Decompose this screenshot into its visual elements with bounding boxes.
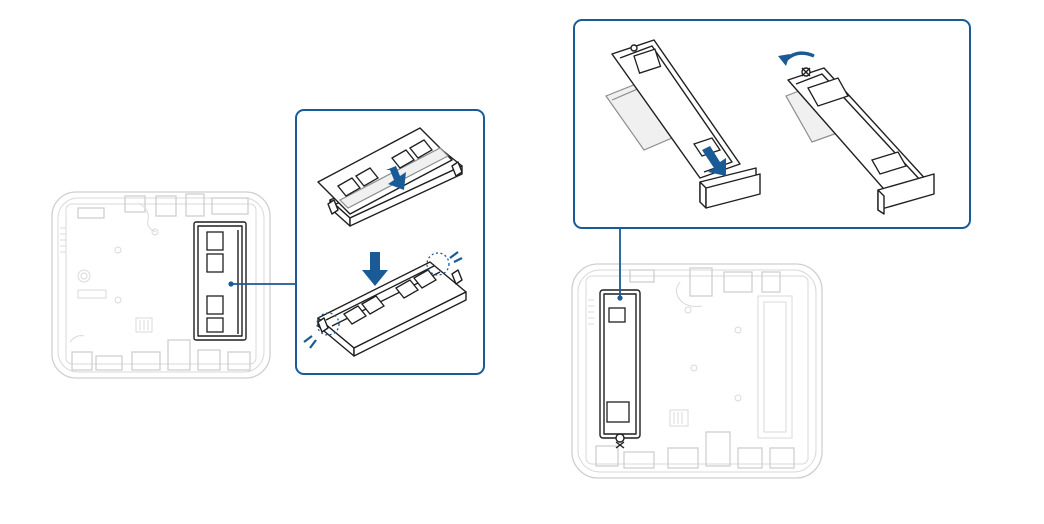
memory-step-2-illustration — [303, 251, 467, 357]
right-board-m2-card — [599, 289, 641, 449]
left-callout-leader — [228, 281, 296, 287]
down-arrow-icon — [702, 146, 726, 176]
rotate-arrow-head — [778, 54, 790, 66]
down-arrow-icon — [386, 166, 406, 190]
down-arrow-icon — [362, 252, 388, 286]
left-board-memory-module — [193, 221, 247, 341]
m2-step-2-illustration — [778, 51, 935, 215]
memory-step-1-illustration — [317, 127, 463, 227]
right-device-board — [571, 263, 823, 479]
left-device-board — [51, 191, 271, 379]
m2-install-callout — [573, 19, 971, 229]
m2-step-1-illustration — [605, 39, 761, 209]
memory-install-callout — [295, 109, 485, 375]
right-callout-leader — [617, 228, 623, 301]
